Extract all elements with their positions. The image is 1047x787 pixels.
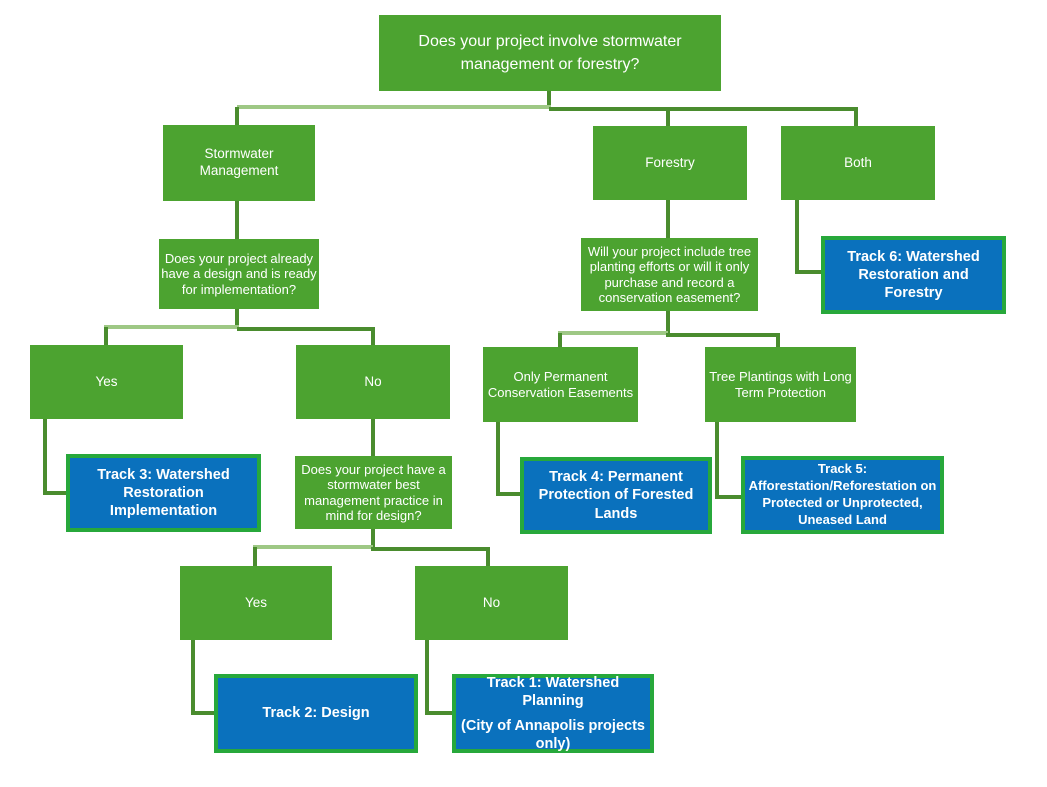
connector-line xyxy=(496,492,520,496)
node-label: Stormwater Management xyxy=(199,146,279,178)
connector-line xyxy=(547,91,551,109)
node-label: Does your project involve stormwater man… xyxy=(418,32,682,73)
node-forestry: Forestry xyxy=(593,126,747,200)
connector-line xyxy=(104,327,108,345)
node-design-ready-yes: Yes xyxy=(30,345,183,419)
connector-line xyxy=(237,105,551,109)
node-bmp-yes: Yes xyxy=(180,566,332,640)
node-root-question: Does your project involve stormwater man… xyxy=(379,15,721,91)
connector-line xyxy=(715,422,719,499)
connector-line xyxy=(253,545,373,549)
connector-line xyxy=(191,640,195,715)
connector-line xyxy=(425,711,452,715)
node-track-3: Track 3: Watershed Restoration Implement… xyxy=(66,454,261,532)
node-conservation-easements-option: Only Permanent Conservation Easements xyxy=(483,347,638,422)
node-label: Yes xyxy=(244,594,268,610)
connector-line xyxy=(666,311,670,333)
node-label: No xyxy=(364,373,382,389)
connector-line xyxy=(486,547,490,566)
node-tree-planting-question: Will your project include tree planting … xyxy=(581,238,758,311)
node-label: Forestry xyxy=(645,154,695,170)
node-label: Will your project include tree planting … xyxy=(587,243,752,305)
connector-line xyxy=(854,107,858,127)
connector-line xyxy=(104,325,239,329)
node-bmp-no: No xyxy=(415,566,568,640)
connector-line xyxy=(549,107,858,111)
node-track-6: Track 6: Watershed Restoration and Fores… xyxy=(821,236,1006,314)
connector-line xyxy=(715,495,741,499)
connector-line xyxy=(235,201,239,239)
node-label: Does your project have a stormwater best… xyxy=(301,461,446,523)
connector-line xyxy=(371,327,375,345)
connector-line xyxy=(666,333,780,337)
node-design-ready-question: Does your project already have a design … xyxy=(159,239,319,309)
connector-line xyxy=(371,529,375,547)
connector-line xyxy=(795,200,799,274)
node-both: Both xyxy=(781,126,935,200)
node-label: Track 3: Watershed Restoration Implement… xyxy=(97,466,230,520)
track-1-note: (City of Annapolis projects only) xyxy=(461,718,645,753)
node-label: Yes xyxy=(95,373,118,389)
connector-line xyxy=(235,309,239,327)
node-label: Tree Plantings with Long Term Protection xyxy=(709,369,852,400)
connector-line xyxy=(558,333,562,347)
connector-line xyxy=(776,333,780,347)
node-track-1: Track 1: Watershed Planning (City of Ann… xyxy=(452,674,654,753)
node-label: Both xyxy=(844,154,872,170)
node-track-4: Track 4: Permanent Protection of Foreste… xyxy=(520,457,712,534)
node-label: Track 4: Permanent Protection of Foreste… xyxy=(538,469,694,522)
connector-line xyxy=(191,711,214,715)
node-track-5: Track 5: Afforestation/Reforestation on … xyxy=(741,456,944,534)
node-label: Track 6: Watershed Restoration and Fores… xyxy=(847,248,980,302)
node-label: Only Permanent Conservation Easements xyxy=(487,369,634,400)
node-track-2: Track 2: Design xyxy=(214,674,418,753)
connector-line xyxy=(237,327,375,331)
connector-line xyxy=(795,270,821,274)
node-bmp-question: Does your project have a stormwater best… xyxy=(295,456,452,529)
connector-line xyxy=(253,547,257,566)
connector-line xyxy=(43,491,66,495)
node-label: No xyxy=(482,594,501,610)
connector-line xyxy=(666,107,670,127)
node-stormwater-management: Stormwater Management xyxy=(163,125,315,201)
node-design-ready-no: No xyxy=(296,345,450,419)
connector-line xyxy=(235,107,239,126)
node-label: Does your project already have a design … xyxy=(161,251,317,297)
node-label: Track 5: Afforestation/Reforestation on … xyxy=(748,461,937,527)
node-label: Track 1: Watershed Planning (City of Ann… xyxy=(459,674,647,754)
connector-line xyxy=(371,419,375,456)
node-tree-plantings-option: Tree Plantings with Long Term Protection xyxy=(705,347,856,422)
connector-line xyxy=(558,331,668,335)
connector-line xyxy=(425,640,429,715)
connector-line xyxy=(43,419,47,495)
track-1-title: Track 1: Watershed Planning xyxy=(486,674,620,709)
connector-line xyxy=(371,547,490,551)
connector-line xyxy=(496,422,500,496)
node-label: Track 2: Design xyxy=(262,705,370,722)
connector-line xyxy=(666,200,670,238)
